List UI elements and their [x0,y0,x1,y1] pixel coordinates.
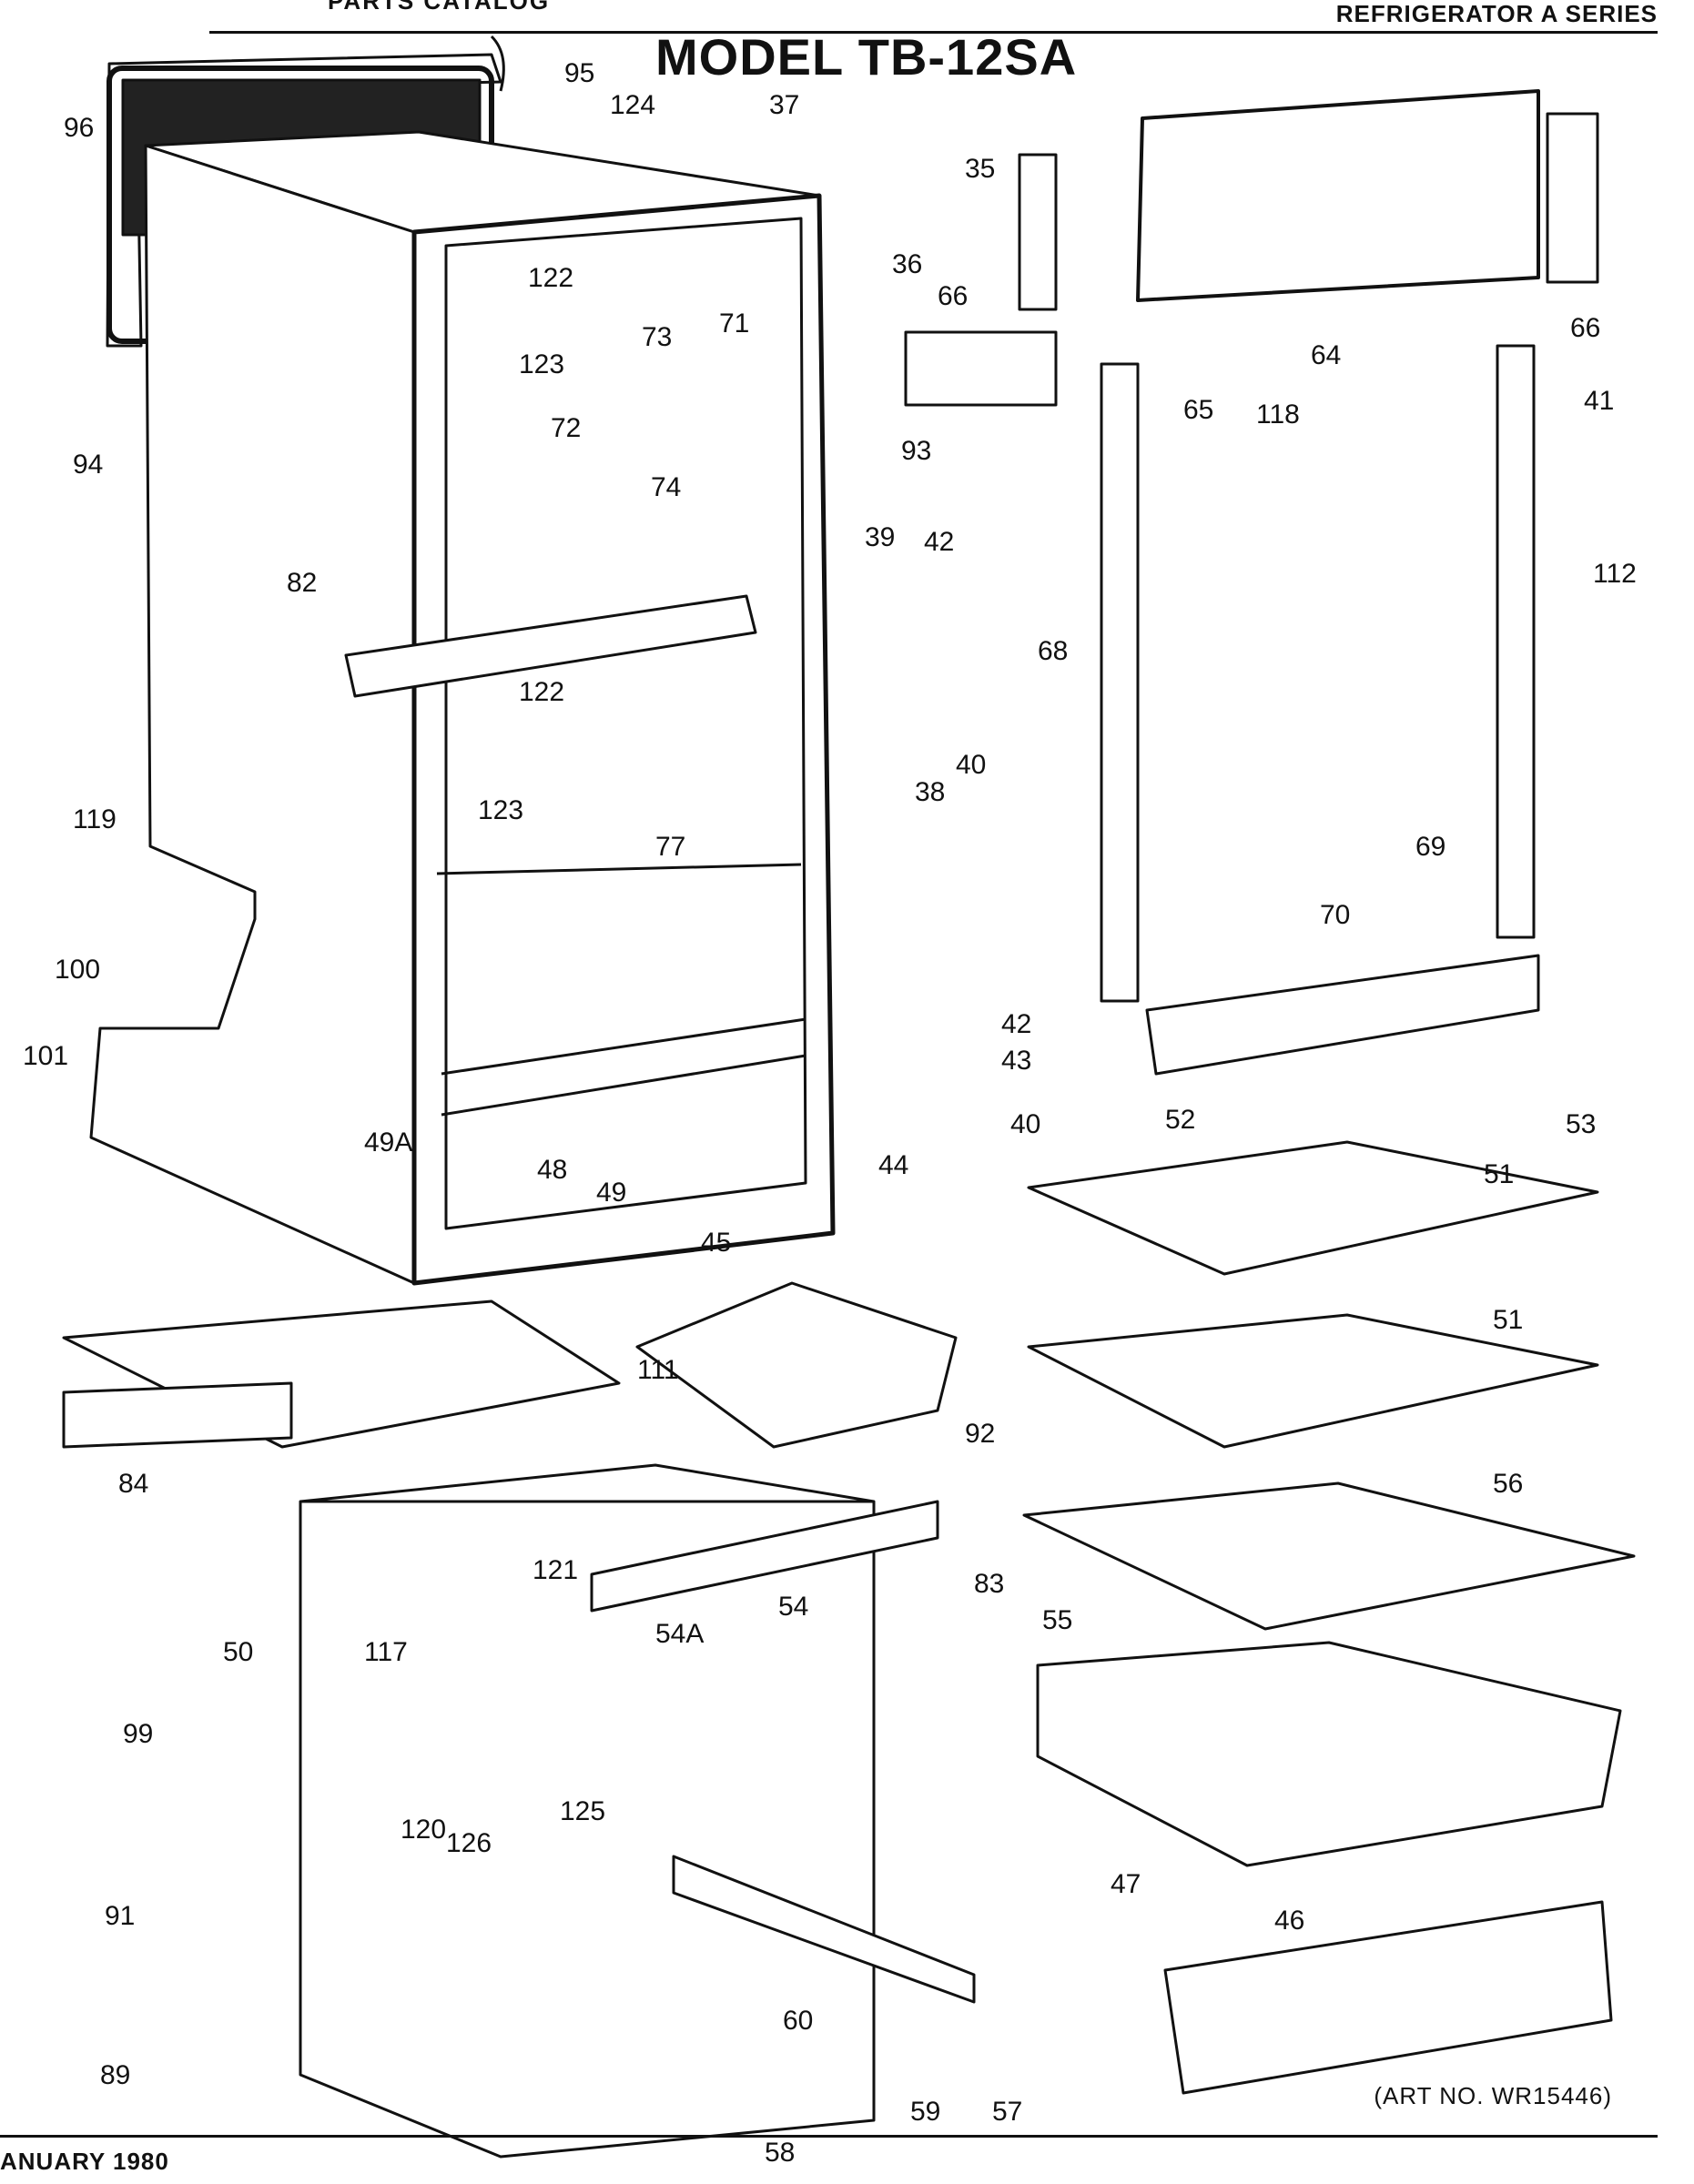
callout-70: 70 [1320,900,1350,930]
glass-shelf [1022,1481,1636,1631]
callout-69: 69 [1415,832,1445,862]
callout-51: 51 [1493,1305,1523,1335]
callout-35: 35 [965,154,995,184]
callout-73: 73 [642,322,672,352]
callout-118: 118 [1256,399,1300,430]
callout-74: 74 [651,472,681,502]
callout-95: 95 [564,58,594,88]
shelf-support-bar [344,594,757,698]
model-title: MODEL TB-12SA [655,28,1078,86]
callout-82: 82 [287,568,317,598]
callout-66: 66 [1570,313,1600,343]
callout-56: 56 [1493,1469,1523,1499]
callout-65: 65 [1183,395,1213,425]
door-panel-strip-right [1496,344,1536,939]
callout-58: 58 [765,2138,795,2168]
callout-40: 40 [956,750,986,780]
callout-123: 123 [519,349,564,379]
callout-94: 94 [73,450,103,480]
callout-100: 100 [55,955,100,985]
callout-83: 83 [974,1569,1004,1599]
callout-72: 72 [551,413,581,443]
door-shelf [1145,954,1540,1076]
callout-89: 89 [100,2060,130,2090]
callout-66: 66 [938,281,968,311]
callout-111: 111 [637,1355,679,1385]
duct-handle [62,1381,293,1449]
callout-46: 46 [1274,1906,1304,1936]
freezer-door-frame [1136,89,1540,302]
cabinet-body [89,130,836,1286]
callout-52: 52 [1165,1105,1195,1135]
door-stop [1018,153,1058,311]
crisper-pan [1036,1641,1622,1867]
callout-125: 125 [560,1796,605,1826]
ice-tray-pan [635,1281,958,1449]
callout-122: 122 [519,677,564,707]
callout-labels: 96 95 124 94 37 35 36 66 64 66 41 122 123 73 71 72 74 93 6… [23,58,1637,2168]
callout-49A: 49A [364,1127,412,1158]
callout-57: 57 [992,2097,1022,2127]
wire-shelf-upper [1027,1140,1599,1276]
wire-shelf-lower [1027,1313,1599,1449]
callout-64: 64 [1311,340,1341,370]
callout-117: 117 [364,1637,408,1667]
callout-50: 50 [223,1637,253,1667]
callout-45: 45 [701,1228,731,1258]
callout-92: 92 [965,1419,995,1449]
rail-lower [672,1855,976,2004]
crisper-front [1163,1900,1613,2095]
callout-54A: 54A [655,1619,704,1649]
callout-37: 37 [769,90,799,120]
callout-60: 60 [783,2006,813,2036]
callout-54: 54 [778,1592,808,1622]
callout-126: 126 [446,1828,492,1858]
series-label: REFRIGERATOR A SERIES [1335,0,1658,27]
callout-119: 119 [73,804,117,834]
callout-122: 122 [528,263,573,293]
ice-tray [904,330,1058,407]
art-number: (ART NO. WR15446) [1374,2082,1612,2109]
callout-36: 36 [892,249,922,279]
callout-39: 39 [865,522,895,552]
footer-rule [0,2135,1658,2138]
callout-48: 48 [537,1155,567,1185]
callout-123: 123 [478,795,523,825]
callout-49: 49 [596,1178,626,1208]
door-panel-strip [1100,362,1140,1003]
callout-38: 38 [915,777,945,807]
callout-96: 96 [64,113,94,143]
panel-strip-66 [1546,112,1599,284]
callout-99: 99 [123,1719,153,1749]
callout-51: 51 [1484,1159,1514,1189]
cut-off-header-text: PARTS CATALOG [328,0,551,15]
lower-liner [299,1500,876,2159]
callout-124: 124 [610,90,655,120]
rail-upper [590,1500,939,1613]
callout-41: 41 [1584,386,1614,416]
callout-59: 59 [910,2097,940,2127]
callout-77: 77 [655,832,685,862]
callout-53: 53 [1566,1109,1596,1139]
callout-121: 121 [533,1555,578,1585]
callout-42: 42 [1001,1009,1031,1039]
date-label: ANUARY 1980 [0,2148,169,2175]
callout-42: 42 [924,527,954,557]
callout-101: 101 [23,1041,68,1071]
callout-40: 40 [1010,1109,1040,1139]
callout-120: 120 [401,1815,446,1845]
callout-47: 47 [1111,1869,1141,1899]
callout-68: 68 [1038,636,1068,666]
callout-55: 55 [1042,1605,1072,1635]
callout-44: 44 [878,1150,908,1180]
callout-93: 93 [901,436,931,466]
header-rule [209,31,1658,34]
callout-112: 112 [1593,559,1637,589]
callout-84: 84 [118,1469,148,1499]
callout-91: 91 [105,1901,135,1931]
callout-43: 43 [1001,1046,1031,1076]
callout-71: 71 [719,308,749,339]
